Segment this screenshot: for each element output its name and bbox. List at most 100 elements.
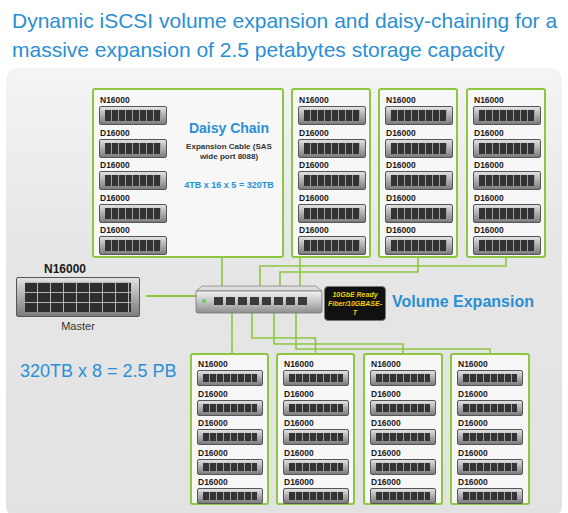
volume-expansion-label: Volume Expansion	[392, 292, 557, 311]
storage-unit: N16000	[457, 359, 523, 386]
server-chassis	[473, 236, 541, 255]
storage-unit: D16000	[457, 389, 523, 416]
storage-unit: D16000	[197, 389, 263, 416]
storage-unit: D16000	[473, 193, 541, 223]
server-chassis	[283, 370, 349, 386]
switch-body	[196, 291, 322, 313]
unit-model-label: N16000	[198, 359, 228, 370]
storage-unit: D16000	[298, 193, 366, 223]
server-chassis	[197, 488, 263, 504]
server-chassis	[283, 429, 349, 445]
unit-model-label: D16000	[474, 225, 504, 236]
unit-model-label: D16000	[284, 448, 314, 459]
storage-unit: D16000	[298, 160, 366, 190]
storage-unit: D16000	[298, 225, 366, 255]
server-chassis	[99, 204, 167, 223]
cable-note: Expansion Cable (SAS wide port 8088)	[178, 142, 280, 162]
unit-model-label: D16000	[458, 477, 488, 488]
server-chassis	[298, 204, 366, 223]
rack-group: N16000D16000D16000D16000D16000	[276, 353, 355, 505]
unit-model-label: D16000	[299, 128, 329, 139]
server-chassis	[473, 204, 541, 223]
storage-unit: D16000	[370, 448, 436, 475]
master-model-label: N16000	[44, 262, 86, 276]
rack-group: N16000D16000D16000D16000D16000	[363, 353, 443, 505]
unit-model-label: D16000	[100, 225, 130, 236]
server-chassis	[473, 139, 541, 158]
server-chassis	[370, 429, 436, 445]
storage-unit: D16000	[283, 418, 349, 445]
server-chassis	[99, 139, 167, 158]
server-chassis	[197, 400, 263, 416]
storage-unit: D16000	[385, 225, 453, 255]
unit-model-label: D16000	[299, 225, 329, 236]
master-chassis	[16, 277, 140, 317]
unit-model-label: N16000	[284, 359, 314, 370]
server-chassis	[457, 459, 523, 475]
network-cable	[146, 296, 232, 353]
daisy-chain-heading: Daisy Chain	[176, 120, 282, 136]
storage-unit: N16000	[473, 95, 541, 125]
storage-unit: N16000	[298, 95, 366, 125]
capacity-formula: 4TB x 16 x 5 = 320TB	[176, 180, 282, 191]
server-chassis	[385, 236, 453, 255]
storage-unit: N16000	[283, 359, 349, 386]
unit-model-label: N16000	[100, 95, 130, 106]
unit-model-label: D16000	[100, 128, 130, 139]
unit-model-label: D16000	[299, 160, 329, 171]
unit-model-label: D16000	[198, 448, 228, 459]
unit-model-label: D16000	[474, 160, 504, 171]
rack-group: N16000D16000D16000D16000D16000	[450, 353, 530, 505]
server-chassis	[99, 236, 167, 255]
server-chassis	[385, 171, 453, 190]
storage-unit: D16000	[385, 193, 453, 223]
server-chassis	[385, 106, 453, 125]
unit-model-label: D16000	[458, 448, 488, 459]
storage-unit: D16000	[473, 160, 541, 190]
storage-unit: D16000	[99, 193, 167, 223]
unit-model-label: D16000	[100, 160, 130, 171]
storage-unit: D16000	[99, 225, 167, 255]
storage-unit: D16000	[473, 128, 541, 158]
unit-model-label: N16000	[474, 95, 504, 106]
server-chassis	[99, 171, 167, 190]
storage-unit: N16000	[197, 359, 263, 386]
unit-model-label: N16000	[299, 95, 329, 106]
unit-model-label: D16000	[284, 477, 314, 488]
rack-group: N16000D16000D16000D16000D16000	[291, 88, 371, 258]
rack-group: N16000D16000D16000D16000D16000	[190, 353, 269, 505]
server-chassis	[473, 171, 541, 190]
storage-unit: D16000	[370, 389, 436, 416]
switch-top	[196, 286, 322, 291]
server-chassis	[370, 488, 436, 504]
server-chassis	[370, 400, 436, 416]
unit-model-label: D16000	[198, 389, 228, 400]
storage-unit: D16000	[283, 389, 349, 416]
storage-unit: D16000	[385, 128, 453, 158]
storage-unit: N16000	[385, 95, 453, 125]
unit-model-label: D16000	[371, 389, 401, 400]
unit-model-label: D16000	[198, 418, 228, 429]
storage-unit: D16000	[298, 128, 366, 158]
storage-unit: D16000	[370, 477, 436, 504]
unit-model-label: D16000	[371, 418, 401, 429]
storage-unit: D16000	[457, 418, 523, 445]
storage-unit: D16000	[283, 448, 349, 475]
storage-unit: D16000	[385, 160, 453, 190]
server-chassis	[457, 429, 523, 445]
switch-led	[202, 299, 206, 303]
unit-model-label: D16000	[386, 193, 416, 204]
server-chassis	[473, 106, 541, 125]
unit-model-label: N16000	[386, 95, 416, 106]
unit-model-label: D16000	[386, 160, 416, 171]
server-chassis	[370, 370, 436, 386]
switch-ports	[214, 297, 307, 305]
storage-unit: D16000	[370, 418, 436, 445]
unit-model-label: D16000	[198, 477, 228, 488]
master-unit: N16000Master	[16, 262, 146, 342]
rack-group: N16000D16000D16000D16000D16000	[378, 88, 458, 258]
server-chassis	[197, 370, 263, 386]
unit-model-label: N16000	[371, 359, 401, 370]
unit-model-label: D16000	[371, 477, 401, 488]
storage-unit: D16000	[457, 477, 523, 504]
